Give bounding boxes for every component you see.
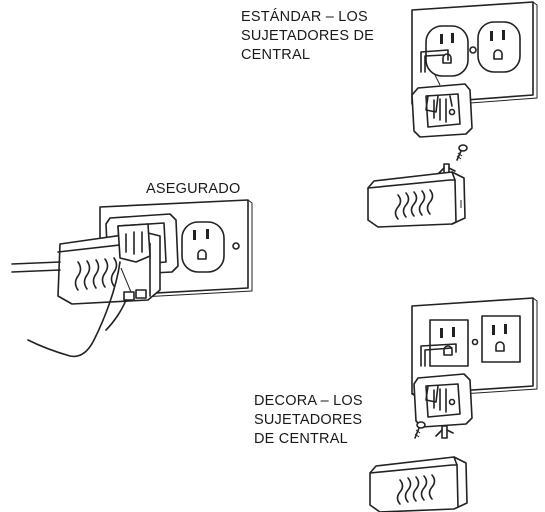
secured-caption: ASEGURADO — [146, 180, 240, 199]
decora-plug-prongs — [435, 425, 454, 439]
secured-cable-tie — [27, 261, 132, 358]
standard-caption-line-3: CENTRAL — [241, 47, 311, 63]
secured-power-cord — [11, 261, 61, 273]
standard-center-bracket — [411, 83, 473, 138]
decora-caption: DECORA – LOS SUJETADORES DE CENTRAL — [254, 392, 363, 449]
standard-caption: ESTÁNDAR – LOS SUJETADORES DE CENTRAL — [241, 8, 374, 65]
secured-power-adapter — [57, 223, 161, 305]
decora-screw-icon — [414, 421, 426, 439]
standard-screw-icon — [456, 144, 468, 161]
standard-power-adapter — [367, 171, 466, 228]
secured-caption-line: ASEGURADO — [146, 181, 241, 197]
decora-caption-line-2: SUJETADORES — [254, 412, 363, 428]
standard-caption-line-2: SUJETADORES DE — [241, 28, 375, 44]
standard-caption-line-1: ESTÁNDAR – LOS — [241, 9, 368, 25]
decora-power-adapter — [369, 456, 468, 512]
decora-caption-line-1: DECORA – LOS — [254, 393, 363, 409]
decora-center-bracket — [413, 373, 473, 428]
decora-bracket-arm — [420, 343, 457, 367]
decora-wall-plate — [411, 297, 538, 398]
decora-caption-line-3: DE CENTRAL — [254, 431, 348, 447]
standard-bracket-arm — [420, 49, 449, 86]
standard-wall-plate — [411, 1, 538, 108]
